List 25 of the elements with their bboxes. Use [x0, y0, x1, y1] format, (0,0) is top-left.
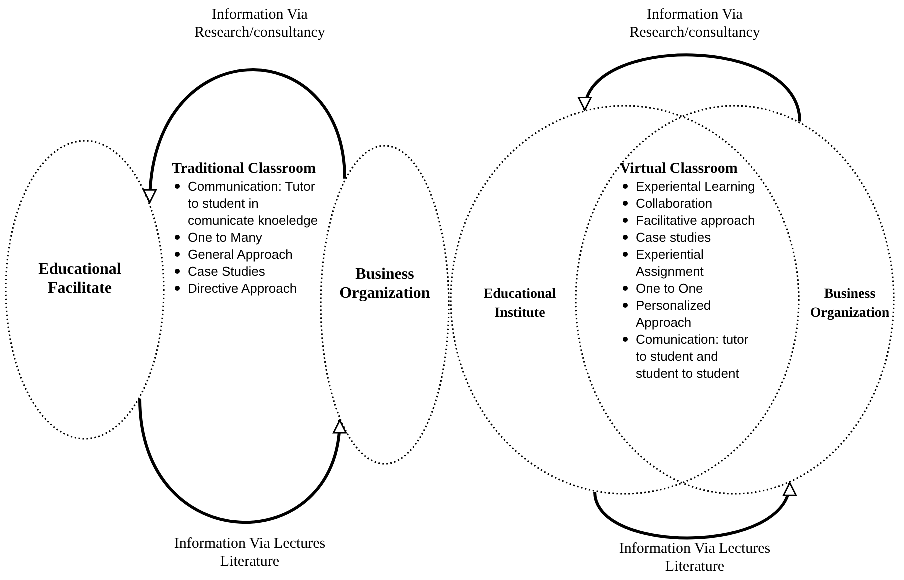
bullet-item: Collaboration [636, 195, 714, 212]
heading: Traditional Classroom [172, 160, 318, 178]
curved-arrow [138, 398, 346, 524]
bullet-item: Experiental Learning [636, 178, 756, 195]
node-label: Educational Institute [482, 286, 558, 323]
curved-arrow [144, 68, 346, 204]
dotted-ellipse [5, 140, 165, 440]
bullet-item: Comunication: tutor to student and student to student [636, 331, 750, 382]
bullet-item: One to Many [188, 229, 264, 246]
dotted-ellipse [575, 105, 895, 495]
bullet-item: Facilitative approach [636, 212, 756, 229]
bullet-item: Case Studies [188, 263, 266, 280]
bullet-item: Communication: Tutor to student in comunicate knoeledge [188, 178, 320, 229]
dotted-ellipse [320, 145, 450, 465]
bullet-item: Experiential Assignment [636, 246, 705, 280]
bullet-item: General Approach [188, 246, 294, 263]
bullet-item: Personalized Approach [636, 297, 712, 331]
heading: Virtual Classroom [620, 160, 739, 178]
bullet-item: Directive Approach [188, 280, 298, 297]
bullet-item: One to One [636, 280, 704, 297]
node-label: Educational Facilitate [38, 260, 122, 298]
bullet-item: Case studies [636, 229, 712, 246]
node-label: Business Organization [809, 286, 891, 323]
node-label: Business Organization [338, 265, 432, 303]
dotted-ellipse [450, 105, 800, 495]
